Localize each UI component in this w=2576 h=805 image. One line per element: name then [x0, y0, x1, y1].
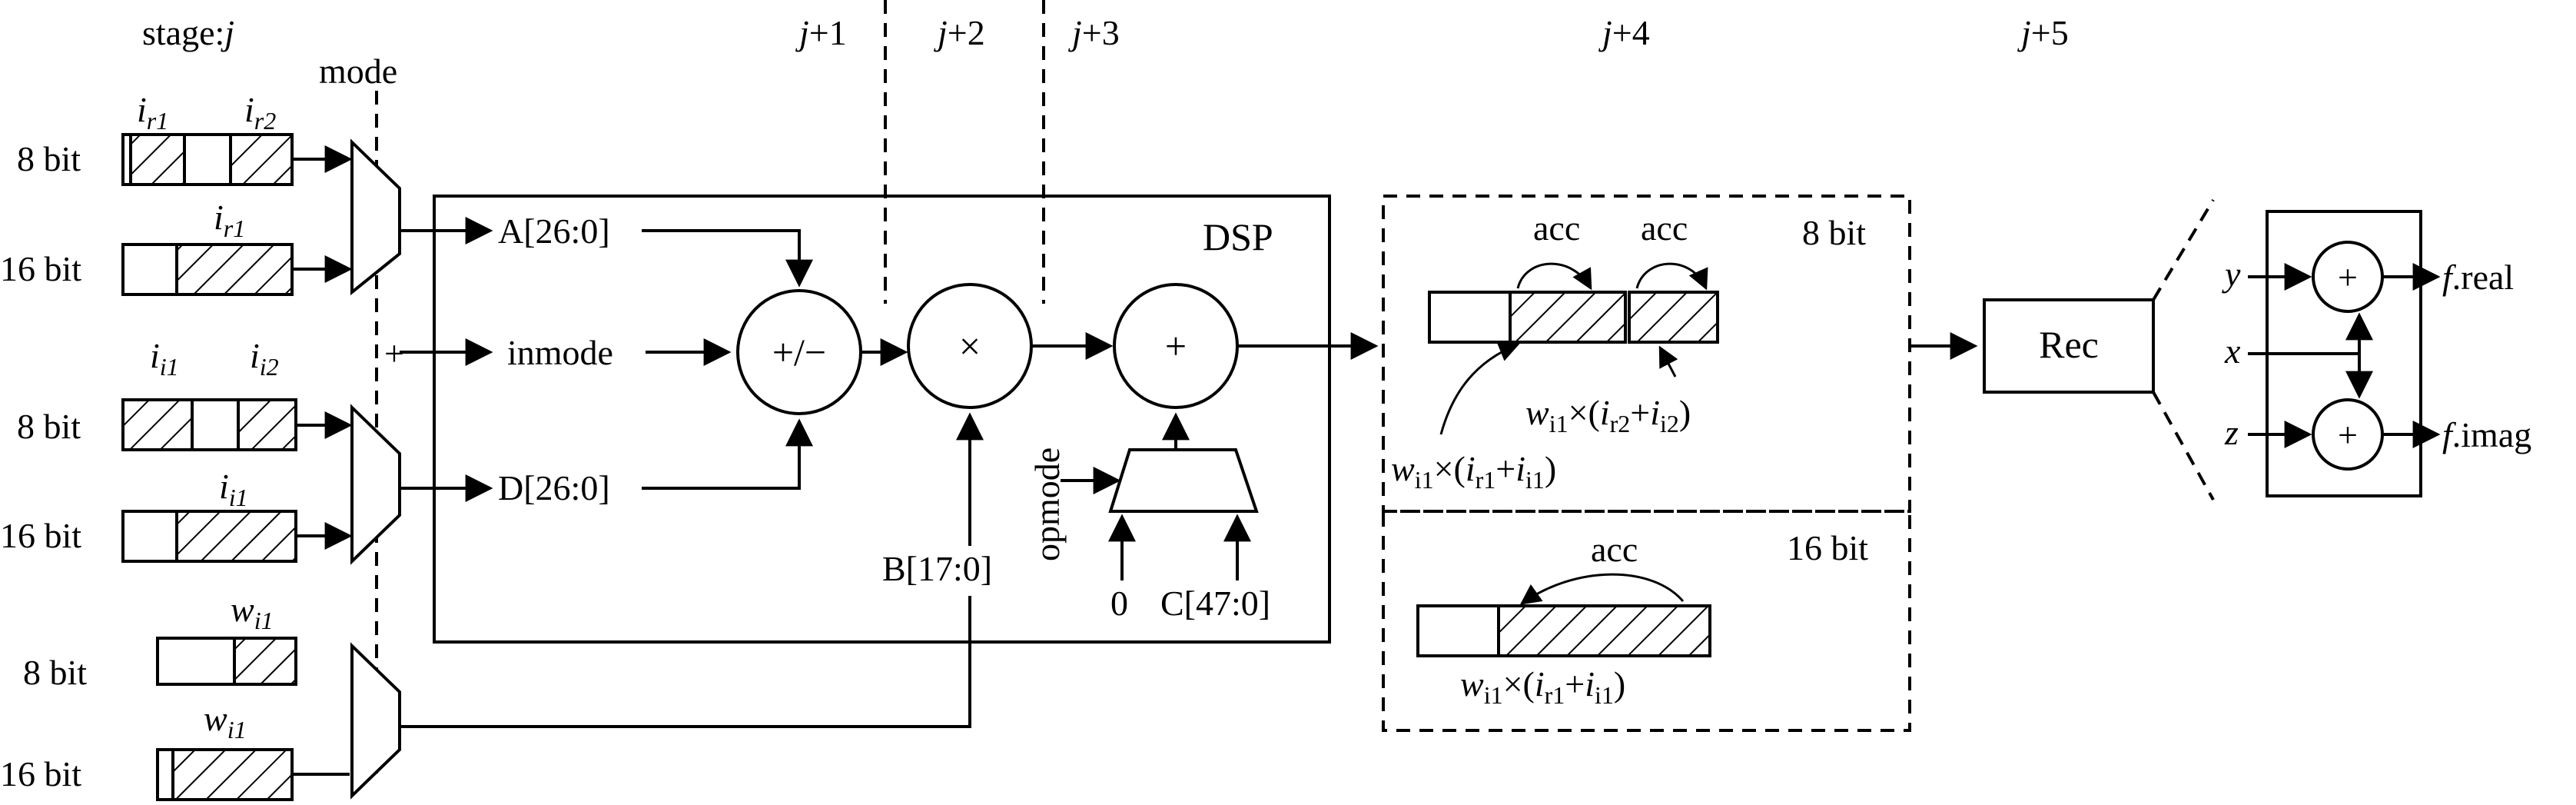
x-label: x — [2224, 331, 2241, 371]
bits16-label: 16 bit — [0, 249, 81, 288]
register-cell-hatched — [129, 133, 186, 186]
pre-adder-symbol: +/− — [772, 331, 826, 374]
product-term-upper: wi1×(ir2+ii2) — [1525, 393, 1691, 437]
register-cell-hatched — [1509, 291, 1627, 344]
register-cell-hatched — [175, 510, 297, 563]
input-group-weight: wi1 8 bit wi1 16 bit — [0, 590, 350, 801]
opmode-label: opmode — [1027, 447, 1067, 561]
stage-labels: stage:j j+1 j+2 j+3 j+4 j+5 mode — [142, 13, 2069, 91]
rec-block: Rec + + y x z f.real f.imag — [1910, 198, 2531, 501]
register-cell — [1416, 604, 1500, 657]
zero-label: 0 — [1110, 584, 1128, 623]
register-cell-hatched — [237, 398, 297, 451]
register-cell-hatched — [1497, 604, 1711, 657]
register-cell — [156, 637, 236, 686]
register-cell-hatched — [229, 133, 294, 186]
product-term-lower: wi1×(ir1+ii1) — [1391, 449, 1556, 494]
wi1-label: wi1 — [204, 699, 247, 743]
register-cell — [121, 510, 178, 563]
bits8-label: 8 bit — [17, 407, 81, 446]
ii1-label: ii1 — [150, 336, 179, 381]
dsp-block: DSP A[26:0] inmode D[26:0] +/− × B[17:0]… — [400, 195, 1379, 728]
mode-label: mode — [319, 52, 397, 91]
register-cell-hatched — [1628, 291, 1719, 344]
opmode-mux — [1108, 448, 1259, 513]
stage-j2-label: j+2 — [934, 13, 985, 52]
y-label: y — [2222, 254, 2241, 294]
register-cell — [191, 398, 240, 451]
z-label: z — [2224, 413, 2239, 452]
input-muxes: + — [350, 138, 404, 800]
ii2-label: ii2 — [250, 336, 279, 381]
input-group-imag: ii1 ii2 8 bit ii1 16 bit — [0, 336, 353, 563]
acc-label: acc — [1533, 208, 1580, 248]
bits16-label: 16 bit — [0, 754, 81, 793]
mux-a — [350, 138, 401, 296]
acc-16bit-box — [1382, 510, 1911, 732]
bits8-label: 8 bit — [17, 139, 81, 178]
stage-j4-label: j+4 — [1598, 13, 1650, 52]
c-port-label: C[47:0] — [1160, 584, 1270, 623]
acc-8bit-box — [1382, 195, 1911, 513]
register-cell-hatched — [121, 398, 194, 451]
bits16-label: 16 bit — [0, 516, 81, 555]
acc-label: acc — [1591, 530, 1638, 569]
ii1-label: ii1 — [219, 467, 248, 511]
acc-label: acc — [1641, 208, 1688, 248]
pipeline-separators — [375, 0, 1045, 777]
acc-8bit-label: 8 bit — [1802, 213, 1866, 252]
mux-d — [350, 404, 401, 565]
wi1-label: wi1 — [231, 590, 274, 634]
register-cell — [121, 243, 178, 296]
register-cell-hatched — [175, 243, 294, 296]
rec-box — [1983, 298, 2155, 394]
bits8-label: 8 bit — [23, 653, 87, 692]
input-group-real: ir1 ir2 8 bit ir1 16 bit — [0, 90, 353, 296]
stage-j-label: stage:j — [142, 13, 234, 52]
inmode-label: inmode — [507, 333, 613, 372]
f-imag-label: f.imag — [2442, 415, 2531, 454]
register-cell-hatched — [171, 748, 294, 801]
register-cell-hatched — [233, 637, 297, 686]
ir1-label: ir1 — [214, 198, 245, 242]
dsp-title: DSP — [1203, 215, 1273, 258]
ir1-label: ir1 — [137, 90, 168, 135]
b-port-label: B[17:0] — [882, 549, 992, 588]
rec-label: Rec — [2039, 323, 2099, 366]
adder-real-symbol: + — [2338, 258, 2358, 297]
stage-j3-label: j+3 — [1068, 13, 1120, 52]
post-adder-symbol: + — [1165, 324, 1187, 368]
mux-b — [350, 642, 401, 800]
acc-16bit-label: 16 bit — [1787, 528, 1868, 567]
stage-j1-label: j+1 — [795, 13, 847, 52]
register-cell — [1428, 291, 1512, 344]
product-term-16bit: wi1×(ir1+ii1) — [1460, 664, 1625, 709]
dsp-box — [433, 195, 1331, 644]
f-real-label: f.real — [2442, 258, 2514, 297]
d-port-label: D[26:0] — [498, 468, 610, 507]
register-cell — [156, 748, 174, 801]
multiplier-symbol: × — [959, 324, 981, 368]
a-port-label: A[26:0] — [498, 211, 610, 251]
stage-j5-label: j+5 — [2017, 13, 2069, 52]
adder-imag-symbol: + — [2338, 415, 2358, 454]
accumulator-block: 8 bit 16 bit acc acc f wi1×(ir2+ii2) wi1… — [1382, 195, 1911, 732]
ir2-label: ir2 — [244, 90, 276, 135]
register-cell — [183, 133, 232, 186]
